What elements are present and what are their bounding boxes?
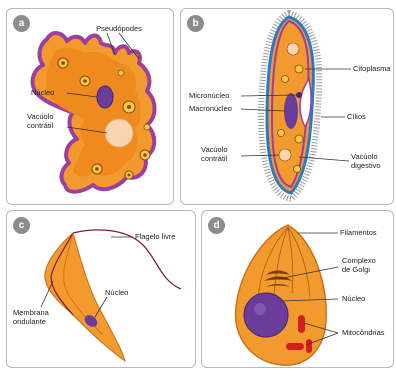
amoeba-illustration: Pseudópodes Núcleo Vacúolo contrátil: [7, 9, 175, 206]
paramecium-macronucleus: [284, 93, 298, 129]
cell-d-illustration: Filamentos Complexo de Golgi Núcleo Mito…: [202, 211, 395, 369]
label-mitocondrias: Mitocôndrias: [342, 328, 385, 337]
panel-a-amoeba: a: [6, 8, 174, 205]
panel-d-protozoan: d: [201, 210, 394, 368]
paramecium-illustration: Citoplasma Micronúcleo Macronúcleo Cílio…: [181, 9, 395, 206]
label-nucleo-c: Núcleo: [105, 288, 128, 297]
label-vacuolo-contratil-b-line2: contrátil: [201, 154, 228, 163]
label-cilios: Cílios: [347, 112, 366, 121]
panel-c-trypanosome: c Flagelo livre Núcleo Membrana ondulant…: [6, 210, 196, 368]
label-citoplasma: Citoplasma: [353, 64, 391, 73]
label-vacuolo-contratil-b-line1: Vacúolo: [201, 145, 228, 154]
panel-b-paramecium: b: [180, 8, 394, 205]
cell-d-body: [236, 225, 327, 365]
label-nucleo-d: Núcleo: [342, 294, 365, 303]
label-filamentos: Filamentos: [340, 228, 377, 237]
label-complexo-de-golgi-line2: de Golgi: [342, 265, 370, 274]
label-macronucleo: Macronúcleo: [189, 104, 232, 113]
cell-d-nucleus: [244, 293, 288, 337]
label-membrana-ondulante-line2: ondulante: [13, 317, 46, 326]
trypanosome-body: [45, 233, 125, 361]
label-pseudopodes: Pseudópodes: [96, 24, 142, 33]
amoeba-contractile-vacuole: [105, 119, 133, 147]
amoeba-nucleus: [97, 86, 113, 108]
label-vacuolo-digestivo-line2: digestivo: [351, 161, 381, 170]
cell-d-nucleolus: [254, 303, 266, 315]
label-vacuolo-digestivo-line1: Vacúolo: [351, 152, 378, 161]
label-complexo-de-golgi-line1: Complexo: [342, 256, 376, 265]
label-micronucleo: Micronúcleo: [189, 91, 229, 100]
label-nucleo-a: Núcleo: [31, 88, 54, 97]
label-membrana-ondulante-line1: Membrana: [13, 308, 50, 317]
trypanosome-illustration: Flagelo livre Núcleo Membrana ondulante: [7, 211, 197, 369]
label-flagelo-livre: Flagelo livre: [135, 232, 175, 241]
label-vacuolo-contratil-a-line1: Vacúolo: [27, 112, 54, 121]
label-vacuolo-contratil-a-line2: contrátil: [27, 121, 54, 130]
